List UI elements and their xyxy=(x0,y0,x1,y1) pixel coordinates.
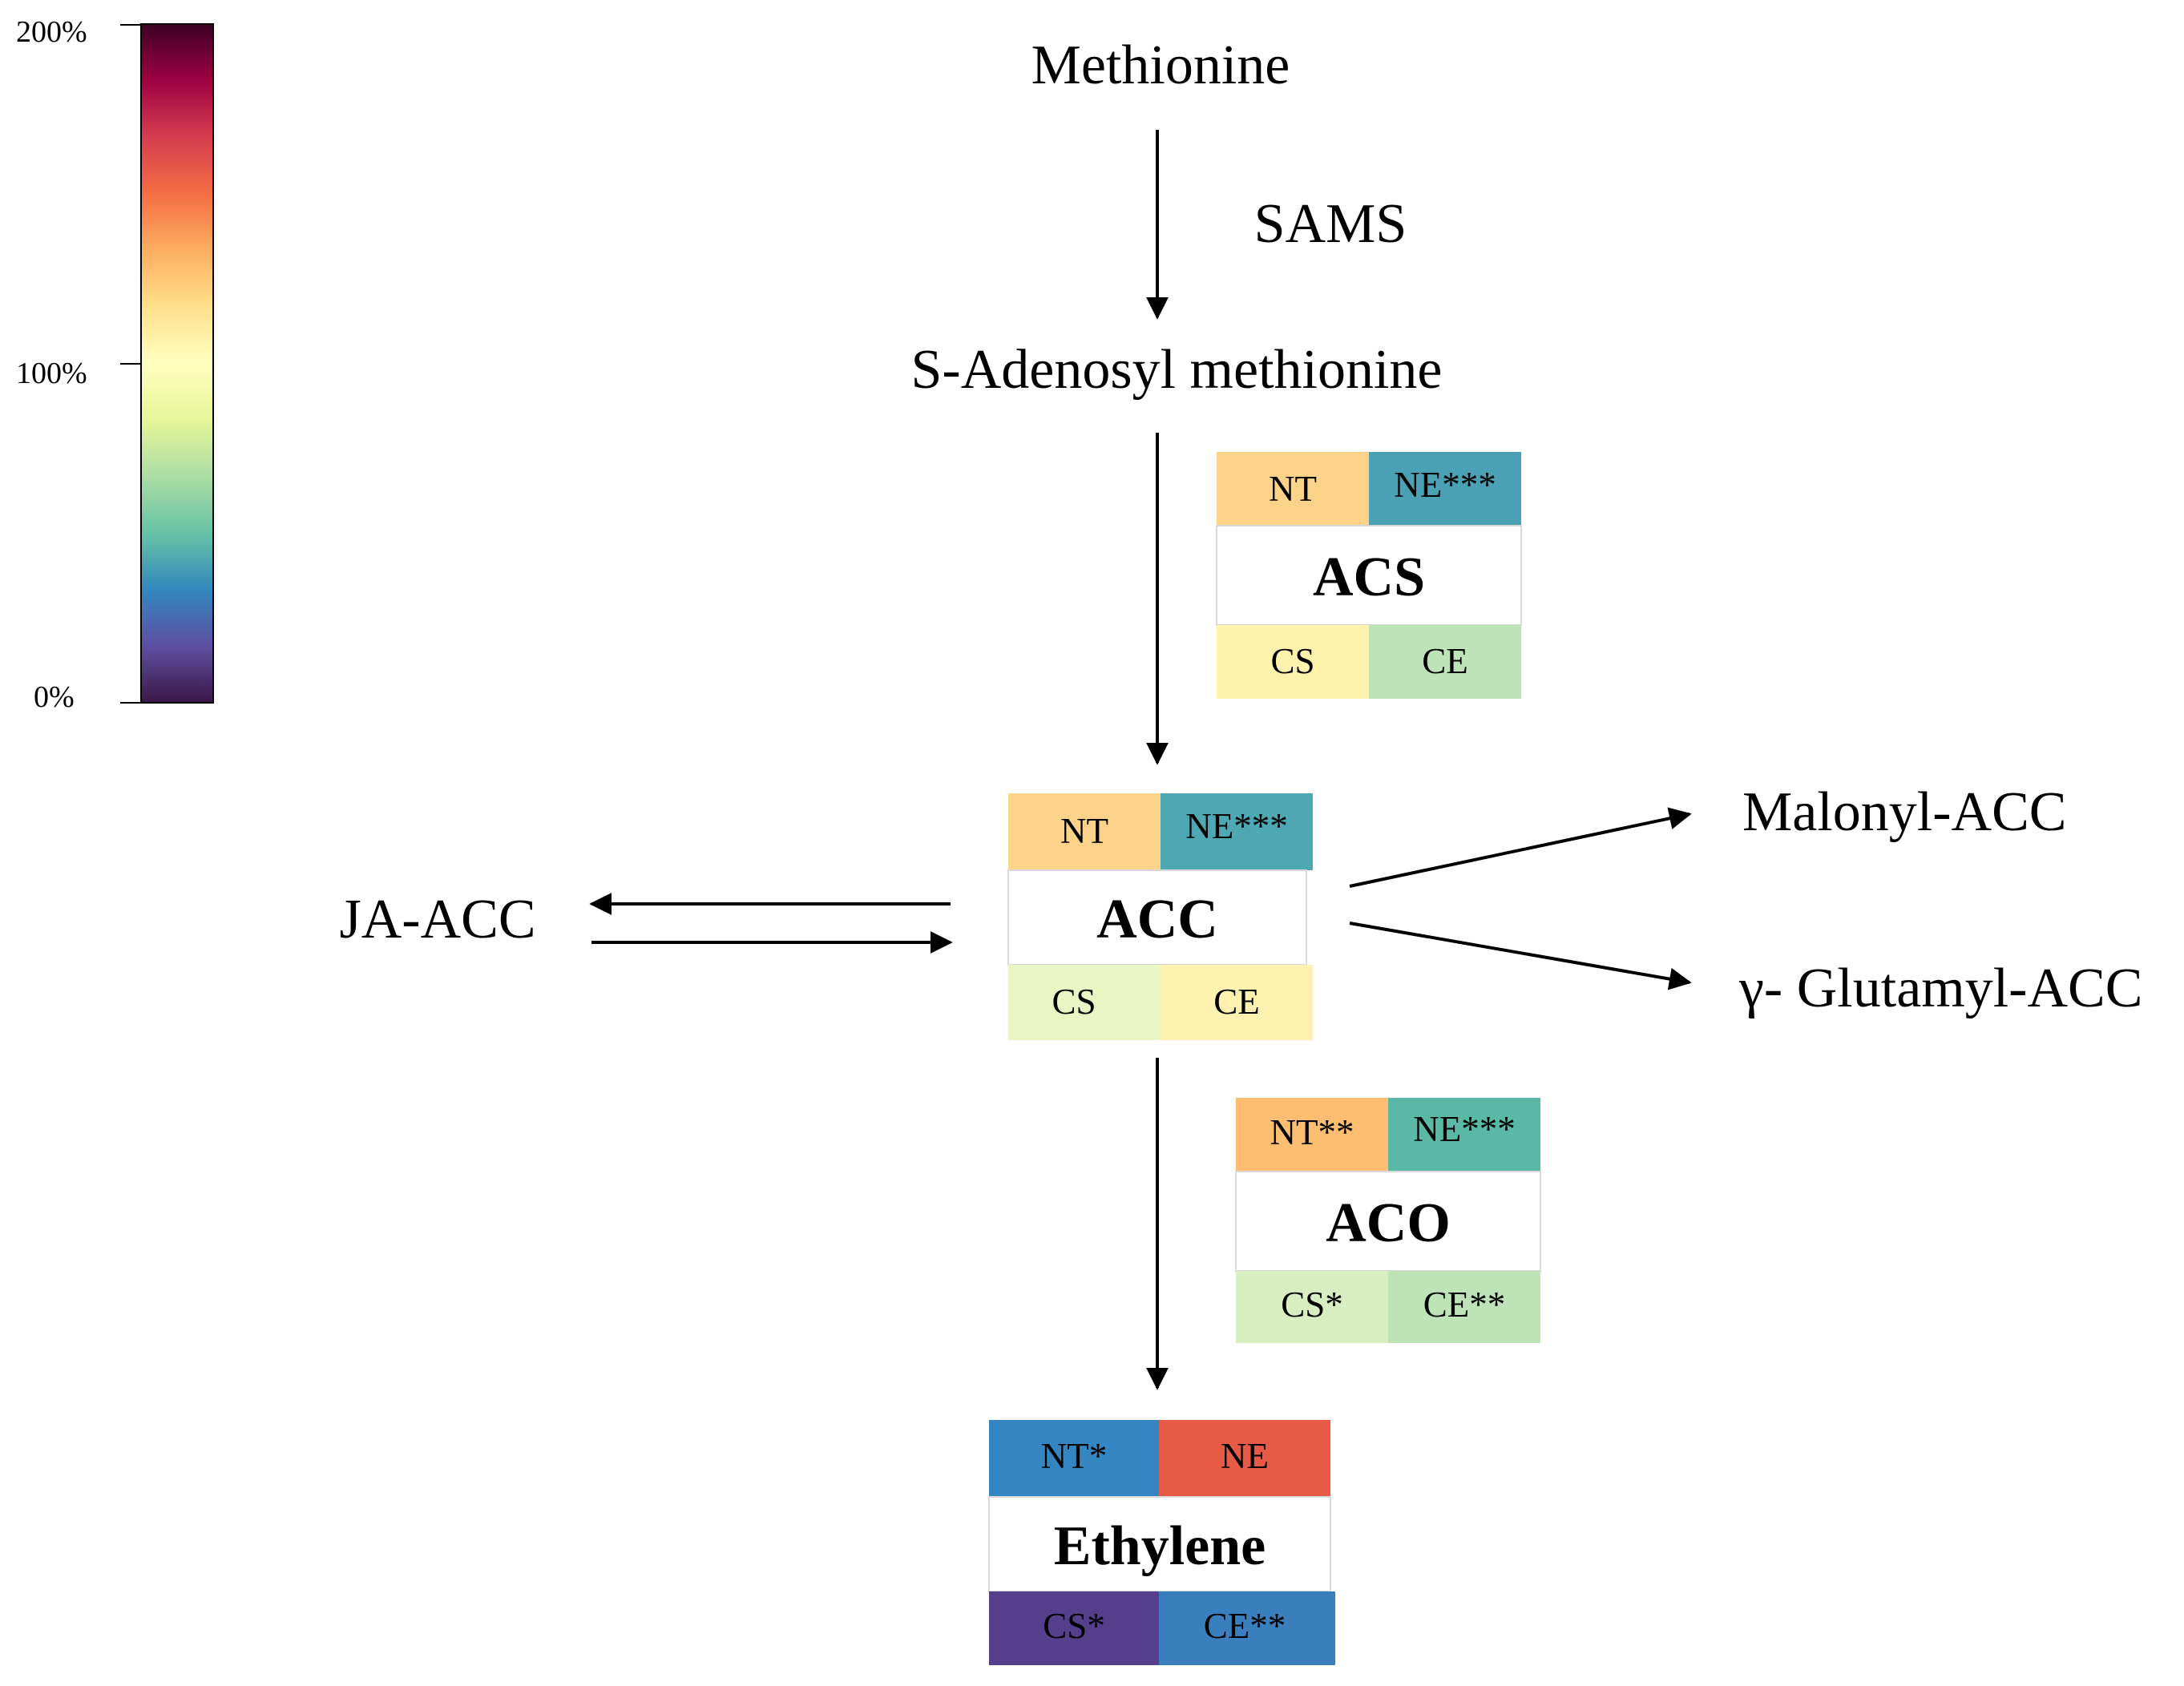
sams-enzyme-label: SAMS xyxy=(1254,193,1407,255)
ethylene-cs-label: CS* xyxy=(1043,1606,1105,1646)
aco-cell-ce xyxy=(1388,1271,1540,1343)
acc-title: ACC xyxy=(1096,889,1218,950)
acc-ne-label: NE*** xyxy=(1185,806,1288,846)
color-scale-legend: 200% 100% 0% xyxy=(16,15,214,714)
tick-label-200: 200% xyxy=(16,15,87,49)
aco-box: NT** NE*** ACO CS* CE** xyxy=(1235,1098,1541,1343)
tick-label-0: 0% xyxy=(34,680,75,714)
acs-title: ACS xyxy=(1313,547,1425,608)
ethylene-cell-ce xyxy=(1159,1591,1335,1665)
aco-nt-label: NT** xyxy=(1270,1112,1354,1152)
acc-cs-label: CS xyxy=(1052,982,1096,1022)
pathway-arrows xyxy=(589,130,1692,1390)
s-adenosyl-methionine-label: S-Adenosyl methionine xyxy=(911,339,1443,401)
acs-cell-nt xyxy=(1217,452,1369,526)
glutamyl-acc-label: γ- Glutamyl-ACC xyxy=(1738,958,2142,1019)
acs-cell-ne xyxy=(1369,452,1521,526)
acs-cs-label: CS xyxy=(1270,641,1314,681)
ethylene-box: NT* NE Ethylene CS* CE** xyxy=(988,1420,1335,1665)
aco-ce-label: CE** xyxy=(1423,1285,1506,1325)
acc-ce-label: CE xyxy=(1213,982,1260,1022)
aco-cell-ne xyxy=(1388,1098,1540,1172)
acc-nt-label: NT xyxy=(1060,811,1108,851)
acs-cell-cs xyxy=(1217,625,1369,699)
ethylene-ce-label: CE** xyxy=(1204,1606,1286,1646)
ethylene-ne-label: NE xyxy=(1221,1436,1269,1476)
aco-cell-nt xyxy=(1236,1098,1388,1172)
acs-nt-label: NT xyxy=(1269,469,1317,509)
tick-label-100: 100% xyxy=(16,357,87,390)
acs-title-cell xyxy=(1216,525,1522,626)
acc-cell-ne xyxy=(1161,793,1313,870)
acc-cell-ce xyxy=(1161,965,1313,1040)
color-scale-bar xyxy=(140,23,214,704)
acc-box: NT NE*** ACC CS CE xyxy=(1007,793,1313,1040)
aco-cs-label: CS* xyxy=(1281,1285,1343,1325)
methionine-label: Methionine xyxy=(1031,34,1290,96)
acc-cell-nt xyxy=(1008,793,1161,870)
acs-cell-ce xyxy=(1369,625,1521,699)
acs-ne-label: NE*** xyxy=(1394,465,1496,505)
acc-cell-cs xyxy=(1008,965,1161,1040)
aco-title: ACO xyxy=(1326,1192,1451,1254)
ethylene-cell-nt xyxy=(989,1420,1159,1497)
aco-title-cell xyxy=(1235,1171,1541,1272)
acs-box: NT NE*** ACS CS CE xyxy=(1216,452,1522,699)
ethylene-title-cell xyxy=(988,1496,1331,1592)
arrow-acc-to-glutamyl-acc xyxy=(1349,922,1692,990)
aco-ne-label: NE*** xyxy=(1413,1109,1516,1149)
ethylene-cell-cs xyxy=(989,1591,1159,1665)
arrow-acc-to-malonyl-acc xyxy=(1349,807,1692,888)
aco-cell-cs xyxy=(1236,1271,1388,1343)
ethylene-cell-ne xyxy=(1159,1420,1330,1497)
ethylene-nt-label: NT* xyxy=(1041,1436,1108,1476)
ethylene-title: Ethylene xyxy=(1054,1515,1266,1577)
malonyl-acc-label: Malonyl-ACC xyxy=(1742,781,2066,843)
ja-acc-label: JA-ACC xyxy=(339,889,535,950)
acs-ce-label: CE xyxy=(1422,641,1468,681)
